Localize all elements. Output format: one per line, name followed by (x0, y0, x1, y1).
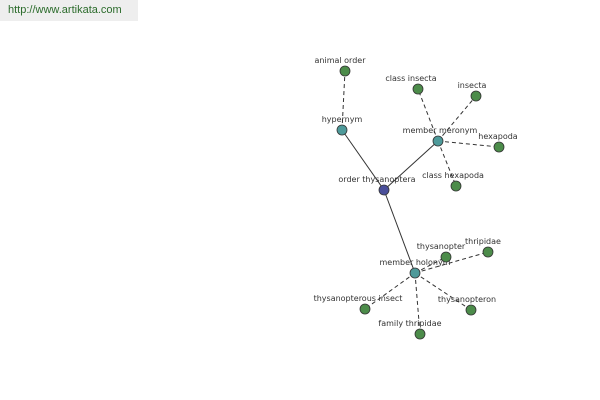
edge-order-thysanoptera-to-member-meronym (383, 140, 439, 191)
edge-order-thysanoptera-to-member-holonym (383, 189, 416, 274)
node-thysanopter[interactable]: thysanopter (417, 242, 466, 263)
node-thysanopteron[interactable]: thysanopteron (438, 295, 496, 316)
edge-member-meronym-to-insecta (437, 95, 477, 142)
edge-member-holonym-to-family-thripidae (414, 272, 421, 335)
edge-member-holonym-to-thysanopteron (414, 272, 472, 311)
node-member-meronym[interactable]: member meronym (403, 126, 478, 147)
node-circle-animal-order[interactable] (339, 65, 351, 77)
edge-member-holonym-to-thysanopter (414, 256, 447, 274)
site-url[interactable]: http://www.artikata.com (0, 0, 138, 21)
node-animal-order[interactable]: animal order (315, 56, 367, 77)
node-thysanopterous-insect[interactable]: thysanopterous insect (314, 294, 403, 315)
edge-member-meronym-to-hexapoda (437, 140, 500, 148)
node-circle-family-thripidae[interactable] (414, 328, 426, 340)
node-label-class-hexapoda[interactable]: class hexapoda (422, 171, 484, 180)
node-insecta[interactable]: insecta (458, 81, 487, 102)
node-member-holonym[interactable]: member holonym (379, 258, 451, 279)
node-circle-member-holonym[interactable] (409, 267, 421, 279)
node-family-thripidae[interactable]: family thripidae (378, 319, 442, 340)
node-circle-class-hexapoda[interactable] (450, 180, 462, 192)
node-label-thysanopterous-insect[interactable]: thysanopterous insect (314, 294, 403, 303)
node-label-hexapoda[interactable]: hexapoda (478, 132, 518, 141)
node-label-thysanopteron[interactable]: thysanopteron (438, 295, 496, 304)
node-circle-thripidae[interactable] (482, 246, 494, 258)
edge-member-holonym-to-thripidae (414, 251, 489, 274)
node-circle-thysanopterous-insect[interactable] (359, 303, 371, 315)
edge-member-holonym-to-thysanopterous-insect (364, 272, 416, 310)
node-label-member-holonym[interactable]: member holonym (379, 258, 450, 267)
node-circle-hypernym[interactable] (336, 124, 348, 136)
edge-member-meronym-to-class-insecta (417, 88, 439, 142)
node-order-thysanoptera[interactable]: order thysanoptera (338, 175, 416, 196)
node-circle-hexapoda[interactable] (493, 141, 505, 153)
node-class-insecta[interactable]: class insecta (385, 74, 437, 95)
node-label-thripidae[interactable]: thripidae (465, 237, 501, 246)
node-label-thysanopter[interactable]: thysanopter (417, 242, 466, 251)
node-label-insecta[interactable]: insecta (458, 81, 487, 90)
node-circle-order-thysanoptera[interactable] (378, 184, 390, 196)
node-circle-class-insecta[interactable] (412, 83, 424, 95)
node-label-order-thysanoptera[interactable]: order thysanoptera (338, 175, 415, 184)
edge-member-meronym-to-class-hexapoda (437, 140, 457, 187)
node-label-hypernym[interactable]: hypernym (322, 115, 363, 124)
node-thripidae[interactable]: thripidae (465, 237, 501, 258)
node-hypernym[interactable]: hypernym (322, 115, 363, 136)
edge-order-thysanoptera-to-hypernym (341, 129, 385, 191)
edges-layer (341, 70, 500, 335)
node-label-animal-order[interactable]: animal order (315, 56, 367, 65)
node-label-family-thripidae[interactable]: family thripidae (378, 319, 441, 328)
node-circle-thysanopter[interactable] (440, 251, 452, 263)
nodes-layer: order thysanoptera hypernym member meronym… (314, 56, 518, 340)
node-circle-member-meronym[interactable] (432, 135, 444, 147)
node-hexapoda[interactable]: hexapoda (478, 132, 518, 153)
node-label-member-meronym[interactable]: member meronym (403, 126, 478, 135)
node-class-hexapoda[interactable]: class hexapoda (422, 171, 484, 192)
node-circle-insecta[interactable] (470, 90, 482, 102)
node-circle-thysanopteron[interactable] (465, 304, 477, 316)
node-label-class-insecta[interactable]: class insecta (385, 74, 436, 83)
edge-hypernym-to-animal-order (341, 70, 346, 131)
